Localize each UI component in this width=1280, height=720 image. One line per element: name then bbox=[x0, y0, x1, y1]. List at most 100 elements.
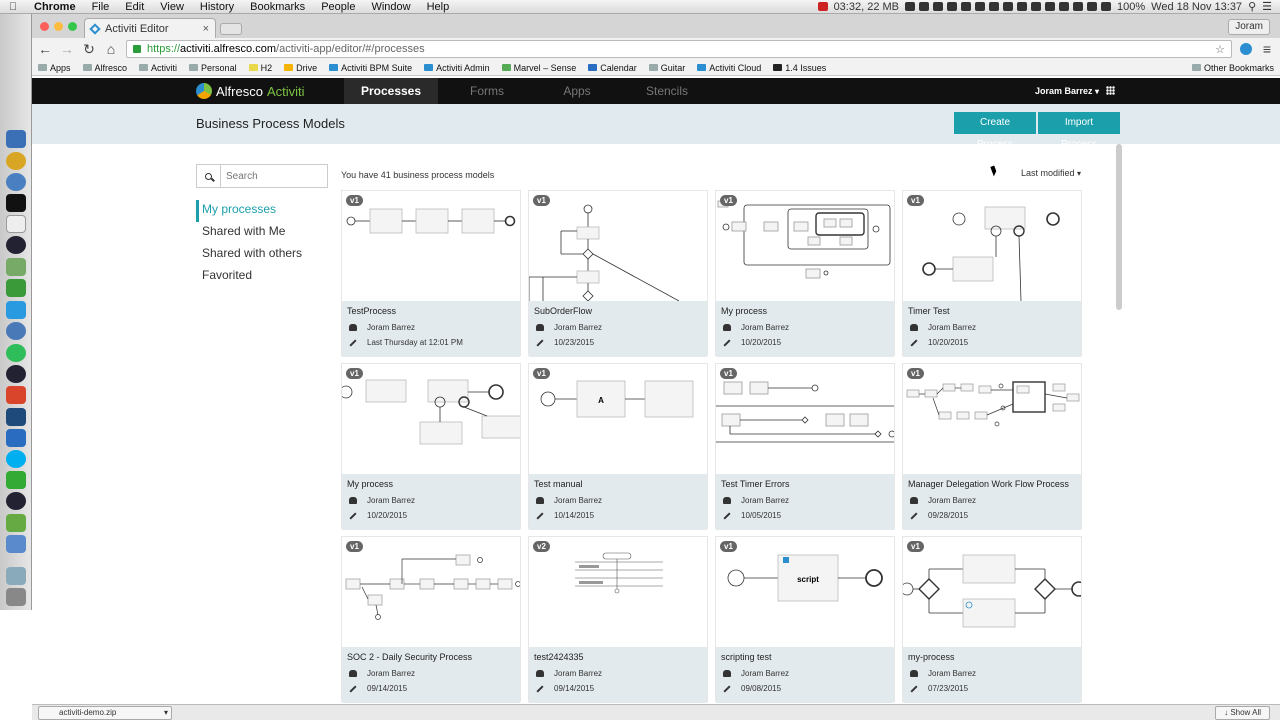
process-modified: 10/23/2015 bbox=[554, 338, 595, 347]
menu-bookmarks[interactable]: Bookmarks bbox=[250, 0, 306, 13]
terminal-icon[interactable] bbox=[6, 194, 26, 212]
reload-icon[interactable]: ↻ bbox=[83, 40, 95, 57]
bookmark-alfresco[interactable]: Alfresco bbox=[82, 63, 127, 73]
nav-processes[interactable]: Processes bbox=[344, 78, 438, 104]
other-bookmarks[interactable]: Other Bookmarks bbox=[1191, 63, 1274, 73]
twitter-icon[interactable] bbox=[6, 301, 26, 319]
chevron-down-icon[interactable]: ▾ bbox=[163, 708, 168, 717]
downloads-icon[interactable] bbox=[6, 567, 26, 585]
calendar-icon[interactable] bbox=[6, 215, 26, 233]
bookmark-star-icon[interactable]: ☆ bbox=[1215, 43, 1225, 56]
bookmark-activiti-bpm-suite[interactable]: Activiti BPM Suite bbox=[329, 63, 412, 73]
eclipse-icon[interactable] bbox=[6, 236, 26, 254]
process-card[interactable]: v1 My process Joram Barrez 10/20/2015 bbox=[715, 190, 895, 357]
download-item[interactable]: activiti-demo.zip ▾ bbox=[38, 706, 172, 720]
bookmark-guitar[interactable]: Guitar bbox=[648, 63, 685, 73]
chrome-menu-icon[interactable]: ≡ bbox=[1262, 41, 1272, 57]
menu-people[interactable]: People bbox=[321, 0, 356, 13]
back-icon[interactable]: ← bbox=[38, 41, 52, 57]
bookmark-apps[interactable]: Apps bbox=[38, 63, 71, 73]
filter-favorited[interactable]: Favorited bbox=[202, 268, 253, 282]
process-card[interactable]: A v1 Test manual Joram Barrez 10/14/2015 bbox=[528, 363, 708, 530]
pencil-icon bbox=[349, 684, 357, 693]
minimize-window-icon[interactable] bbox=[54, 22, 63, 31]
create-process-button[interactable]: Create Process bbox=[954, 112, 1036, 150]
process-card[interactable]: v1 Manager Delegation Work Flow Process … bbox=[902, 363, 1082, 530]
process-card[interactable]: v1 SOC 2 - Daily Security Process Joram … bbox=[341, 536, 521, 703]
nav-stencils[interactable]: Stencils bbox=[645, 84, 689, 98]
bookmark-activiti-cloud[interactable]: Activiti Cloud bbox=[697, 63, 761, 73]
bookmark-issues[interactable]: 1.4 Issues bbox=[773, 63, 826, 73]
network-icon[interactable] bbox=[6, 322, 26, 340]
chrome-icon[interactable] bbox=[6, 152, 26, 170]
tab-activiti-editor[interactable]: Activiti Editor × bbox=[84, 18, 216, 38]
search-icon[interactable]: ⚲ bbox=[1248, 1, 1257, 13]
sourcetree-icon[interactable] bbox=[6, 408, 26, 426]
process-card[interactable]: v1 My process Joram Barrez 10/20/2015 bbox=[341, 363, 521, 530]
filter-my-processes[interactable]: My processes bbox=[196, 200, 302, 222]
process-card[interactable]: v1 my-process Joram Barrez 07/23/2015 bbox=[902, 536, 1082, 703]
bookmark-calendar[interactable]: Calendar bbox=[588, 63, 637, 73]
evernote-icon[interactable] bbox=[6, 279, 26, 297]
eclipse-icon-3[interactable] bbox=[6, 492, 26, 510]
sort-dropdown[interactable]: Last modified ▾ bbox=[1021, 168, 1081, 178]
process-card[interactable]: v1 Test Timer Errors Joram Barrez 10/05/… bbox=[715, 363, 895, 530]
app-icon[interactable] bbox=[6, 258, 26, 276]
menu-view[interactable]: View bbox=[160, 0, 184, 13]
menu-file[interactable]: File bbox=[91, 0, 110, 13]
apps-grid-icon[interactable] bbox=[1106, 86, 1115, 95]
alfresco-activiti-logo[interactable]: Alfresco Activiti bbox=[196, 83, 305, 99]
menu-help[interactable]: Help bbox=[426, 0, 450, 13]
webstorm-icon[interactable] bbox=[6, 386, 26, 404]
forward-icon[interactable]: → bbox=[60, 41, 74, 57]
page-scrollbar[interactable] bbox=[1116, 144, 1122, 310]
close-window-icon[interactable] bbox=[40, 22, 49, 31]
filter-shared-with-me[interactable]: Shared with Me bbox=[202, 224, 286, 238]
spotify-icon[interactable] bbox=[6, 344, 26, 362]
menubar-clock[interactable]: Wed 18 Nov 13:37 bbox=[1151, 0, 1243, 13]
bookmark-activiti-admin[interactable]: Activiti Admin bbox=[424, 63, 490, 73]
import-process-button[interactable]: Import Process bbox=[1038, 112, 1120, 150]
status-tray-icons-2[interactable] bbox=[905, 2, 1111, 11]
new-tab-button[interactable] bbox=[220, 23, 242, 35]
nav-apps[interactable]: Apps bbox=[563, 84, 591, 98]
process-card[interactable]: v2 test2424335 Joram Barrez 09/14/2015 bbox=[528, 536, 708, 703]
sublime-icon[interactable] bbox=[6, 471, 26, 489]
menu-window[interactable]: Window bbox=[371, 0, 411, 13]
finder-icon[interactable] bbox=[6, 130, 26, 148]
menu-app-name[interactable]: Chrome bbox=[34, 0, 76, 13]
process-card[interactable]: v1 SubOrderFlow Joram Barrez 10/23/2015 bbox=[528, 190, 708, 357]
process-card[interactable]: v1 TestProcess Joram Barrez Last Thursda… bbox=[341, 190, 521, 357]
home-icon[interactable]: ⌂ bbox=[106, 41, 116, 57]
safari-icon[interactable] bbox=[6, 173, 26, 191]
extension-icon[interactable] bbox=[1240, 43, 1252, 55]
search-icon[interactable] bbox=[197, 165, 221, 187]
address-bar[interactable]: https:// activiti.alfresco.com /activiti… bbox=[126, 40, 1232, 58]
trash-icon[interactable] bbox=[6, 588, 26, 606]
process-card[interactable]: script v1 scripting test Joram Barrez 09… bbox=[715, 536, 895, 703]
bookmark-marvel-sense[interactable]: Marvel – Sense bbox=[501, 63, 576, 73]
eclipse-icon-2[interactable] bbox=[6, 365, 26, 383]
filter-shared-with-others[interactable]: Shared with others bbox=[202, 246, 303, 260]
bookmark-personal[interactable]: Personal bbox=[189, 63, 237, 73]
close-tab-icon[interactable]: × bbox=[202, 22, 209, 35]
menu-edit[interactable]: Edit bbox=[125, 0, 145, 13]
notification-center-icon[interactable]: ☰ bbox=[1262, 1, 1272, 13]
process-card[interactable]: v1 Timer Test Joram Barrez 10/20/2015 bbox=[902, 190, 1082, 357]
apple-icon[interactable]:  bbox=[0, 1, 26, 13]
bookmark-drive[interactable]: Drive bbox=[284, 63, 317, 73]
profile-button[interactable]: Joram bbox=[1228, 19, 1270, 35]
screenflow-icon[interactable] bbox=[6, 535, 26, 553]
nav-forms[interactable]: Forms bbox=[470, 84, 504, 98]
zoom-window-icon[interactable] bbox=[68, 22, 77, 31]
bookmark-h2[interactable]: H2 bbox=[248, 63, 272, 73]
search-input[interactable] bbox=[221, 170, 321, 182]
outlook-icon[interactable] bbox=[6, 429, 26, 447]
status-tray-icons[interactable] bbox=[817, 2, 828, 11]
bookmark-activiti[interactable]: Activiti bbox=[139, 63, 177, 73]
show-all-downloads-button[interactable]: ↓ Show All bbox=[1215, 706, 1270, 720]
menu-history[interactable]: History bbox=[199, 0, 235, 13]
skype-icon[interactable] bbox=[6, 450, 26, 468]
intellij-icon[interactable] bbox=[6, 514, 26, 532]
user-menu[interactable]: Joram Barrez ▾ bbox=[1035, 78, 1099, 105]
